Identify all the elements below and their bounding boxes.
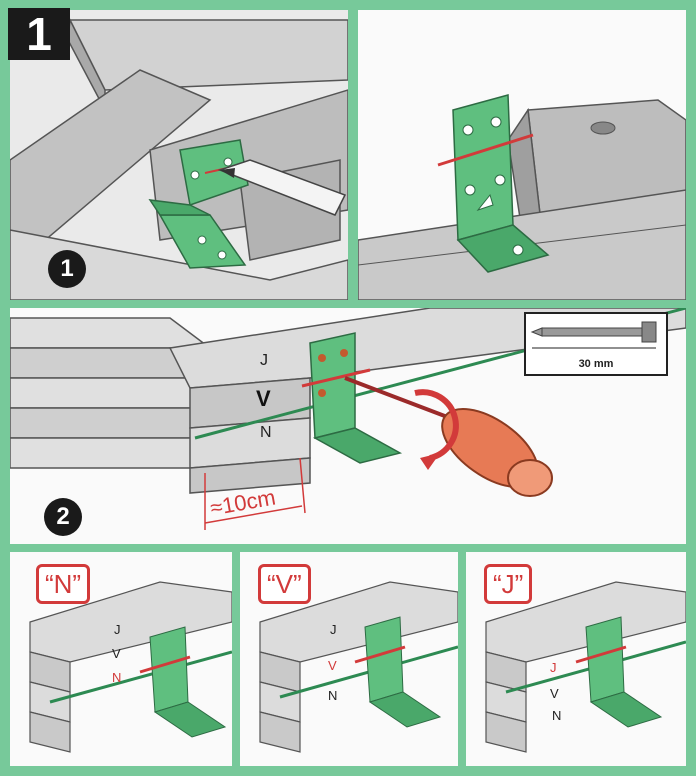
screw-length-label: 30 mm: [578, 358, 614, 370]
variant-tag-n: “N”: [36, 564, 91, 604]
variant-panel-v: “V” J V N: [240, 552, 458, 766]
substep-badge-2: 2: [44, 498, 82, 536]
screwdriver-icon: [344, 376, 553, 497]
panel-marking: 1: [10, 10, 348, 300]
board-letter-j: J: [260, 352, 268, 369]
variant-letter-v: V: [328, 658, 337, 673]
variant-letter-n: N: [112, 670, 122, 685]
variant-panel-n: “N” J V N: [10, 552, 232, 766]
step-number: 1: [8, 8, 70, 60]
variant-letter-j: J: [330, 622, 337, 637]
variant-panel-j: “J” J V N: [466, 552, 686, 766]
variant-letter-j: J: [114, 622, 121, 637]
screw-detail: 30 mm: [524, 312, 668, 376]
screw-icon: [530, 321, 657, 349]
corner-bracket-icon: [452, 94, 550, 273]
variant-tag-v: “V”: [258, 564, 311, 604]
variant-letter-n: N: [328, 688, 338, 703]
variant-j-illustration: [466, 552, 686, 766]
corner-bracket-icon: [309, 332, 403, 464]
panel-marked-bracket: [358, 10, 686, 300]
variant-letter-v: V: [550, 686, 559, 701]
board-letter-n: N: [260, 424, 272, 441]
substep-badge-1: 1: [48, 250, 86, 288]
corner-bracket-icon: [148, 139, 249, 269]
board-letter-v: V: [256, 386, 271, 411]
rotate-arrow-icon: [414, 389, 459, 470]
variant-tag-j: “J”: [484, 564, 533, 604]
marked-bracket-illustration: [358, 10, 686, 300]
variant-letter-v: V: [112, 646, 121, 661]
variant-letter-n: N: [552, 708, 562, 723]
pencil-icon: [217, 159, 347, 216]
variant-letter-j: J: [550, 660, 557, 675]
variant-n-illustration: [10, 552, 232, 766]
